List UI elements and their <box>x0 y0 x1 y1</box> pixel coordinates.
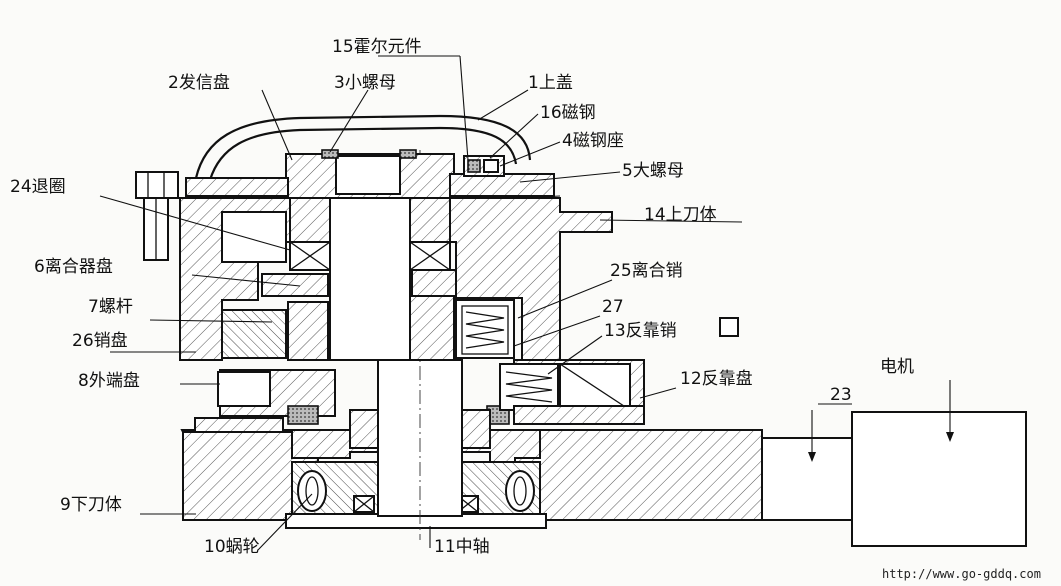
label-lower-tool-body: 9下刀体 <box>60 495 122 515</box>
label-retreat-ring: 24退圈 <box>10 177 66 197</box>
bearing-right <box>409 197 451 271</box>
label-small-nut: 3小螺母 <box>334 73 396 93</box>
label-clutch-pin: 25离合销 <box>610 261 683 281</box>
shaft-collar-left <box>349 409 379 449</box>
bearing-left <box>289 197 331 271</box>
top-cover <box>185 114 555 197</box>
label-worm-wheel: 10蜗轮 <box>204 537 260 557</box>
label-clutch-disc: 6离合器盘 <box>34 257 113 277</box>
part-labels: 15霍尔元件 2发信盘 3小螺母 1上盖 16磁钢 4磁钢座 5大螺母 24退圈… <box>10 37 1041 581</box>
side-bolt <box>135 171 179 261</box>
label-part-23: 23 <box>830 385 852 405</box>
label-center-shaft: 11中轴 <box>434 537 490 557</box>
label-magnet-seat: 4磁钢座 <box>562 131 624 151</box>
outer-end-plate <box>194 369 510 433</box>
label-pin-plate: 26销盘 <box>72 331 128 351</box>
label-top-cover: 1上盖 <box>528 73 573 93</box>
small-nut <box>321 149 417 159</box>
label-signal-disc: 2发信盘 <box>168 73 230 93</box>
label-reverse-pin: 13反靠销 <box>604 321 677 341</box>
label-outer-end-plate: 8外端盘 <box>78 371 140 391</box>
leader-lines <box>99 55 852 551</box>
callout-box <box>719 317 739 337</box>
label-magnet: 16磁钢 <box>540 103 596 123</box>
magnet-seat <box>463 155 505 177</box>
lower-tool-body <box>180 429 763 521</box>
shaft-collar-right <box>461 409 491 449</box>
screw-rod <box>221 189 455 361</box>
label-motor: 电机 <box>880 357 914 377</box>
label-screw-rod: 7螺杆 <box>88 297 133 317</box>
reverse-pin <box>499 359 645 425</box>
clutch-pin <box>455 299 515 359</box>
label-big-nut: 5大螺母 <box>622 161 684 181</box>
watermark: http://www.go-gddq.com <box>882 567 1041 581</box>
label-upper-tool-body: 14上刀体 <box>644 205 717 225</box>
motor <box>761 380 1027 547</box>
label-reverse-plate: 12反靠盘 <box>680 369 753 389</box>
label-part-27: 27 <box>602 297 624 317</box>
signal-disc <box>285 153 455 199</box>
label-hall-sensor: 15霍尔元件 <box>332 37 422 57</box>
